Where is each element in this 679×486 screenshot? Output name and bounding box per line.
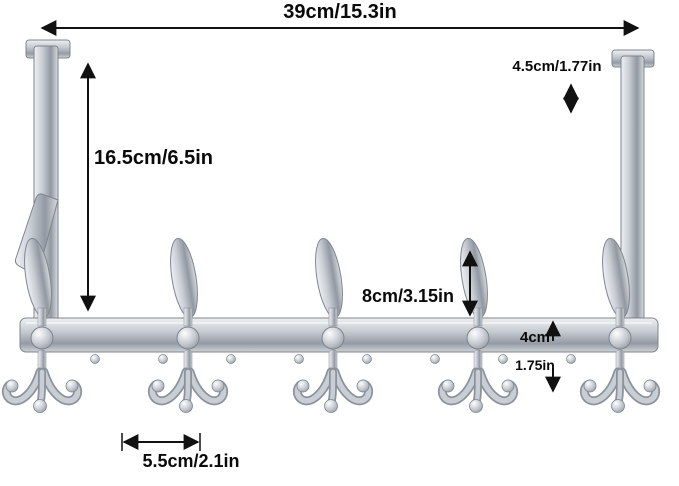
dimension-label-hook-spacing: 5.5cm/2.1in [142,451,240,471]
rail-pegs [90,354,576,364]
dimension-label-hook-height: 8cm/3.15in [362,286,455,306]
dimension-label-rail-height-in: 1.75in [515,357,555,373]
dimension-label-rail-height-cm: 4cm [519,329,551,346]
dimension-arrows [40,20,640,451]
dimension-label-bracket-height: 16.5cm/6.5in [94,147,213,169]
dimension-label-total-width: 39cm/15.3in [283,1,397,23]
dimension-label-bracket-depth: 4.5cm/1.77in [512,58,602,75]
